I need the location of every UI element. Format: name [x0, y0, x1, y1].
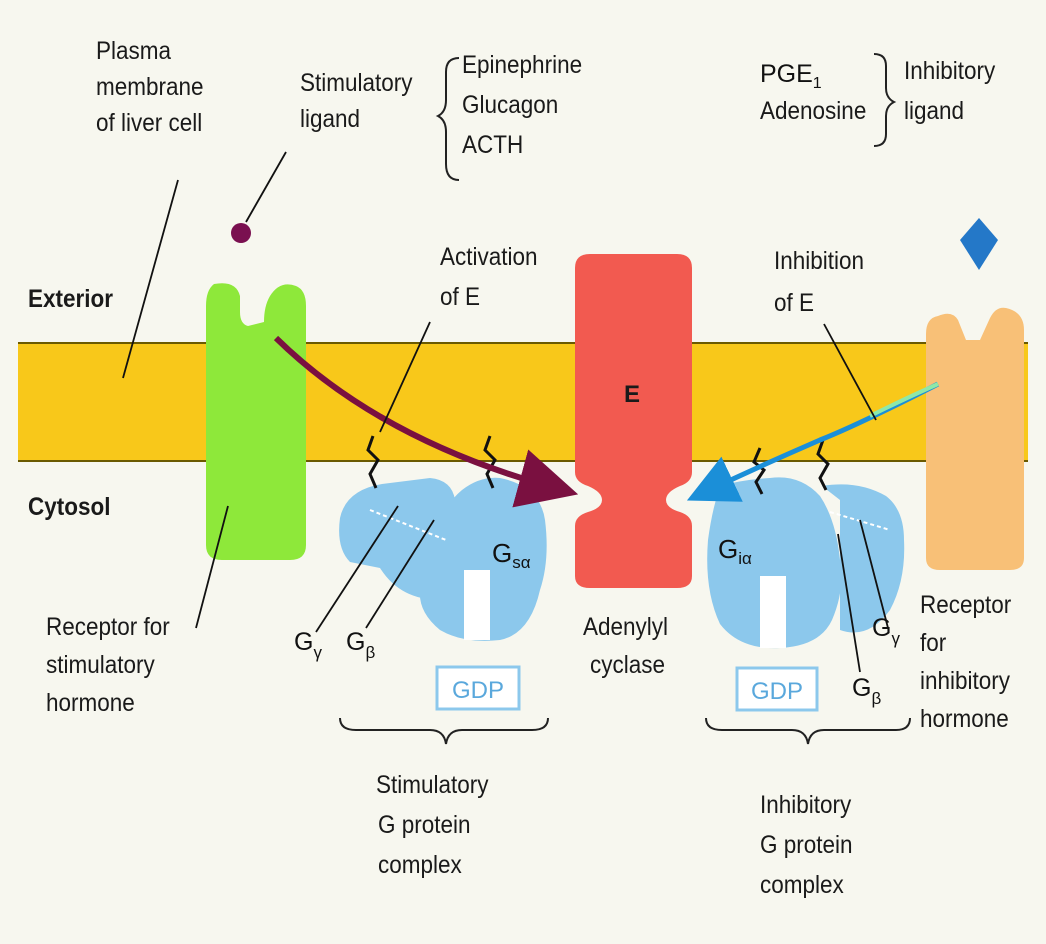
- pge1-label: PGE1: [760, 60, 822, 92]
- activation-label-1: Activation: [440, 242, 538, 273]
- cytosol-label: Cytosol: [28, 492, 111, 523]
- plasma-membrane: [18, 343, 1028, 461]
- inhibition-label-1: Inhibition: [774, 246, 864, 277]
- enzyme-label: E: [624, 381, 640, 408]
- exterior-label: Exterior: [28, 284, 113, 315]
- stim-complex-label-2: G protein: [378, 810, 471, 841]
- stimulatory-ligand-label-2: ligand: [300, 104, 360, 135]
- stim-receptor-label-1: Receptor for: [46, 612, 170, 643]
- stim-complex-label-3: complex: [378, 850, 462, 881]
- inhib-complex-label-2: G protein: [760, 830, 853, 861]
- stimulatory-ligand-dot: [231, 223, 251, 243]
- gdp-slot-stim: [464, 570, 490, 640]
- acth-label: ACTH: [462, 130, 523, 161]
- inhib-receptor-label-2: for: [920, 628, 946, 659]
- epinephrine-label: Epinephrine: [462, 50, 582, 81]
- stim-receptor-label-2: stimulatory: [46, 650, 155, 681]
- stim-complex-label-1: Stimulatory: [376, 770, 489, 801]
- adenylyl-cyclase-label-2: cyclase: [590, 650, 665, 681]
- inhib-receptor-label-4: hormone: [920, 704, 1009, 735]
- inhibition-label-2: of E: [774, 288, 814, 319]
- plasma-membrane-label-3: of liver cell: [96, 108, 202, 139]
- gdp-slot-inhib: [760, 576, 786, 648]
- stimulatory-ligand-label-1: Stimulatory: [300, 68, 413, 99]
- plasma-membrane-label-1: Plasma: [96, 36, 171, 67]
- inhibitory-ligand-label-1: Inhibitory: [904, 56, 995, 87]
- inhib-receptor-label-3: inhibitory: [920, 666, 1010, 697]
- inhibitory-ligand-label-2: ligand: [904, 96, 964, 127]
- inhib-complex-label-3: complex: [760, 870, 844, 901]
- gdp-label-inhib: GDP: [751, 678, 803, 705]
- adenosine-label: Adenosine: [760, 96, 866, 127]
- adenylyl-cyclase-label-1: Adenylyl: [583, 612, 668, 643]
- adenylyl-cyclase-shape: [575, 254, 692, 588]
- inhib-complex-label-1: Inhibitory: [760, 790, 851, 821]
- stimulatory-receptor: [206, 283, 306, 560]
- gdp-label-stim: GDP: [452, 677, 504, 704]
- activation-label-2: of E: [440, 282, 480, 313]
- inhib-receptor-label-1: Receptor: [920, 590, 1011, 621]
- stim-receptor-label-3: hormone: [46, 688, 135, 719]
- glucagon-label: Glucagon: [462, 90, 558, 121]
- plasma-membrane-label-2: membrane: [96, 72, 204, 103]
- inhibitory-receptor: [926, 308, 1024, 570]
